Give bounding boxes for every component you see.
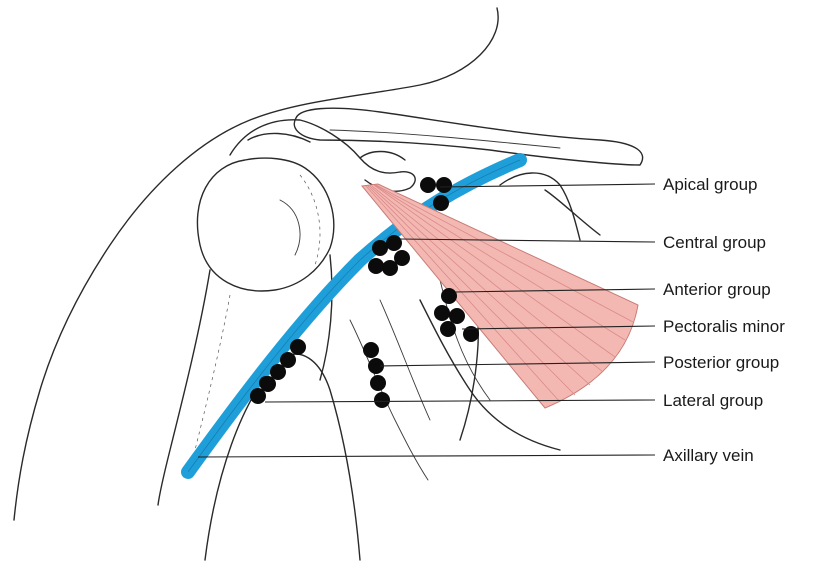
lymph-node: [449, 308, 465, 324]
scapula: [230, 120, 415, 191]
labels: Apical group Central group Anterior grou…: [663, 175, 785, 465]
lymph-node: [441, 288, 457, 304]
body-outline: [14, 8, 498, 560]
lymph-node: [433, 195, 449, 211]
lymph-node: [420, 177, 436, 193]
lymph-node: [374, 392, 390, 408]
humerus: [158, 158, 334, 505]
pectoralis-minor-muscle: [362, 184, 638, 408]
label-pectoralis-minor: Pectoralis minor: [663, 317, 785, 336]
posterior-group-nodes: [363, 342, 390, 408]
lymph-node: [259, 376, 273, 390]
lymph-node: [436, 177, 452, 193]
lymph-node: [363, 342, 379, 358]
lymph-node: [434, 305, 450, 321]
lymph-node: [290, 339, 306, 355]
lymph-node: [250, 388, 266, 404]
lymph-node: [370, 375, 386, 391]
lymph-node: [372, 240, 388, 256]
lymph-node: [440, 321, 456, 337]
lymph-node: [386, 235, 402, 251]
label-anterior-group: Anterior group: [663, 280, 771, 299]
label-posterior-group: Posterior group: [663, 353, 779, 372]
label-lateral-group: Lateral group: [663, 391, 763, 410]
label-axillary-vein: Axillary vein: [663, 446, 754, 465]
lymph-node: [368, 258, 384, 274]
label-central-group: Central group: [663, 233, 766, 252]
leader-lateral: [265, 400, 655, 402]
clavicle: [294, 108, 642, 165]
lymph-node: [382, 260, 398, 276]
leader-vein: [198, 455, 655, 457]
label-apical-group: Apical group: [663, 175, 758, 194]
